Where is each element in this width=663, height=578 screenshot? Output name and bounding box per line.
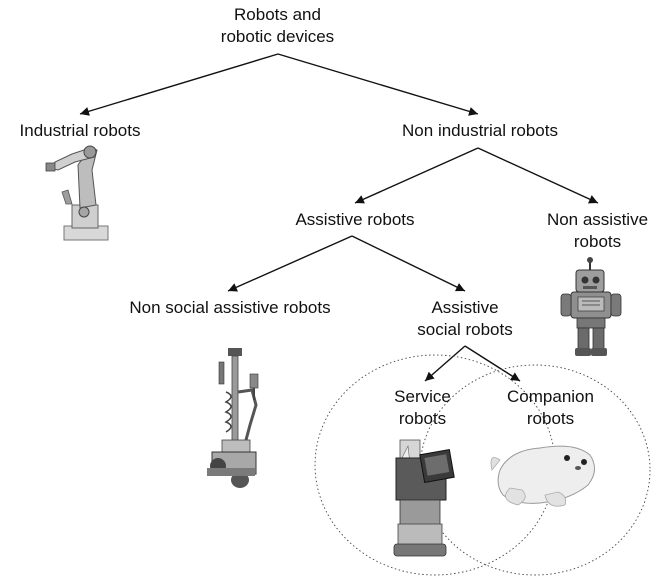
edge-root-industrial <box>79 53 279 116</box>
edge-social-companion <box>464 345 521 382</box>
node-root-line-2: robotic devices <box>220 27 335 46</box>
node-non-assistive-line-1: Non assistive <box>546 210 649 229</box>
edge-social-service <box>424 345 466 382</box>
industrial-robot-arm-icon <box>45 145 109 241</box>
node-root: Robots and robotic devices <box>190 4 365 48</box>
node-industrial: Industrial robots <box>0 120 160 142</box>
node-non-industrial-label: Non industrial robots <box>402 121 558 140</box>
node-non-assistive: Non assistive robots <box>530 209 663 253</box>
node-assistive-social: Assistive social robots <box>395 297 535 341</box>
service-robot-icon <box>393 439 455 557</box>
edge-assistive-social <box>351 235 466 292</box>
node-non-industrial: Non industrial robots <box>380 120 580 142</box>
node-companion-line-1: Companion <box>507 387 594 406</box>
node-root-line-1: Robots and <box>234 5 321 24</box>
toy-robot-icon <box>560 257 622 356</box>
seal-robot-icon <box>490 445 595 507</box>
node-assistive-social-line-2: social robots <box>417 320 513 339</box>
node-companion-line-2: robots <box>526 409 575 428</box>
node-assistive-social-line-1: Assistive <box>431 298 499 317</box>
edge-root-non-industrial <box>277 53 479 116</box>
node-service-line-2: robots <box>398 409 447 428</box>
node-assistive-label: Assistive robots <box>295 210 415 229</box>
node-assistive: Assistive robots <box>270 209 440 231</box>
node-non-assistive-line-2: robots <box>573 232 622 251</box>
edge-assistive-nonsocial <box>227 235 353 292</box>
node-non-social-assistive-label: Non social assistive robots <box>129 298 331 317</box>
node-companion: Companion robots <box>488 386 613 430</box>
node-non-social-assistive: Non social assistive robots <box>105 297 355 319</box>
tree-edges <box>79 53 599 382</box>
node-industrial-label: Industrial robots <box>19 121 141 140</box>
node-service-line-1: Service <box>394 387 451 406</box>
edge-nonindustrial-assistive <box>354 147 479 204</box>
edge-nonindustrial-nonassistive <box>477 147 599 204</box>
node-service: Service robots <box>370 386 475 430</box>
mobile-manipulator-robot-icon <box>207 348 259 488</box>
